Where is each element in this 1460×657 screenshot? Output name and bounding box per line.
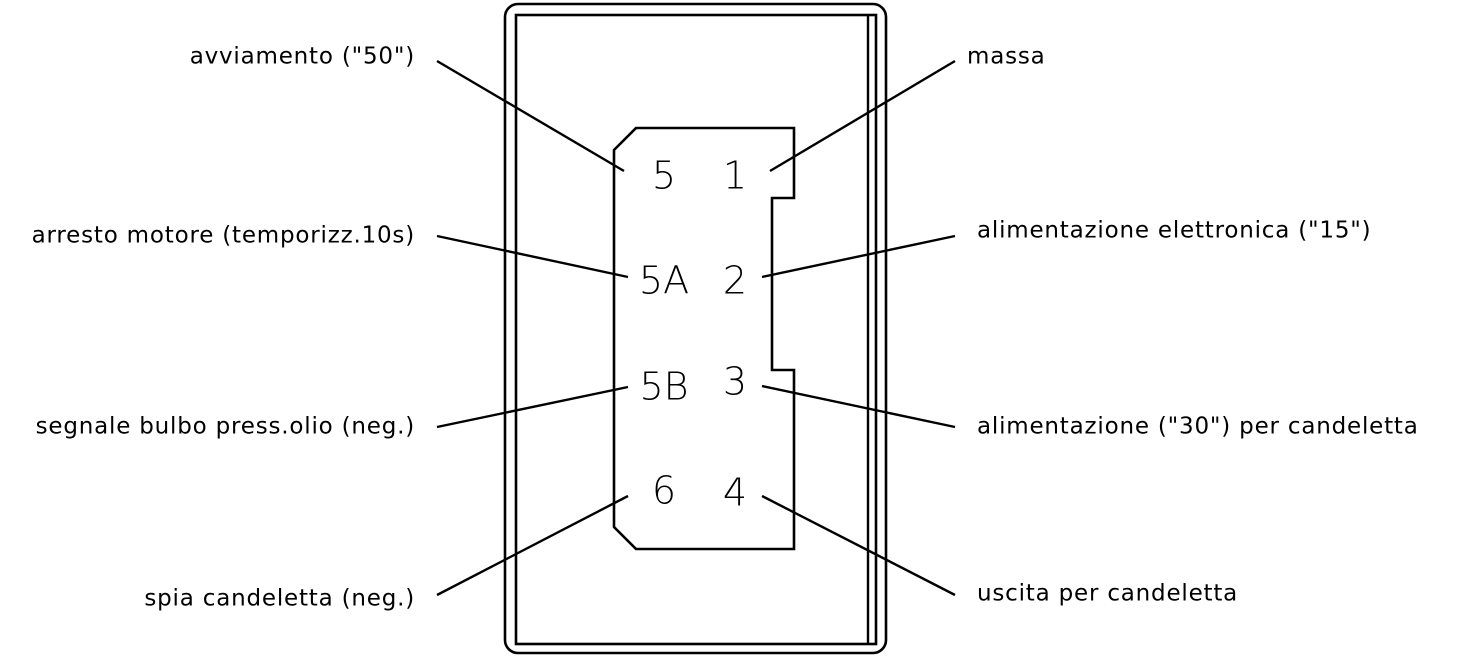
label-alimentazione-30: alimentazione ("30") per candeletta [977, 414, 1419, 440]
pin-label-5b: 5B [639, 365, 688, 409]
housing-inner-outline [514, 13, 878, 646]
label-arresto-motore: arresto motore (temporizz.10s) [32, 223, 415, 249]
label-uscita-candeletta: uscita per candeletta [977, 581, 1238, 607]
pin-label-3: 3 [723, 360, 747, 404]
leader-arresto [436, 234, 629, 279]
leader-avviamento [436, 59, 625, 173]
leader-segnale [436, 385, 629, 429]
housing-outer-outline [503, 2, 888, 655]
leader-alim-30 [761, 384, 956, 429]
connector-housing [503, 2, 888, 655]
pin-label-4: 4 [723, 471, 747, 515]
pin-label-6: 6 [652, 469, 676, 513]
leader-alim-elettronica [761, 234, 956, 279]
pin-block-outline [612, 126, 796, 551]
right-labels: massa alimentazione elettronica ("15") a… [967, 44, 1419, 607]
leader-lines [436, 59, 956, 597]
leader-spia [436, 494, 629, 597]
pin-label-1: 1 [723, 154, 747, 198]
label-spia-candeletta: spia candeletta (neg.) [144, 586, 415, 612]
pin-label-2: 2 [723, 259, 747, 303]
left-labels: avviamento ("50") arresto motore (tempor… [32, 44, 415, 612]
label-massa: massa [967, 44, 1046, 70]
label-segnale-bulbo: segnale bulbo press.olio (neg.) [36, 414, 415, 440]
pin-numbers: 5 1 5A 2 5B 3 6 4 [639, 154, 747, 515]
leader-massa [769, 59, 956, 173]
pin-label-5a: 5A [639, 259, 689, 303]
label-alimentazione-elettronica: alimentazione elettronica ("15") [977, 218, 1371, 244]
label-avviamento: avviamento ("50") [190, 44, 415, 70]
pin-label-5: 5 [652, 154, 676, 198]
leader-uscita [761, 494, 956, 597]
